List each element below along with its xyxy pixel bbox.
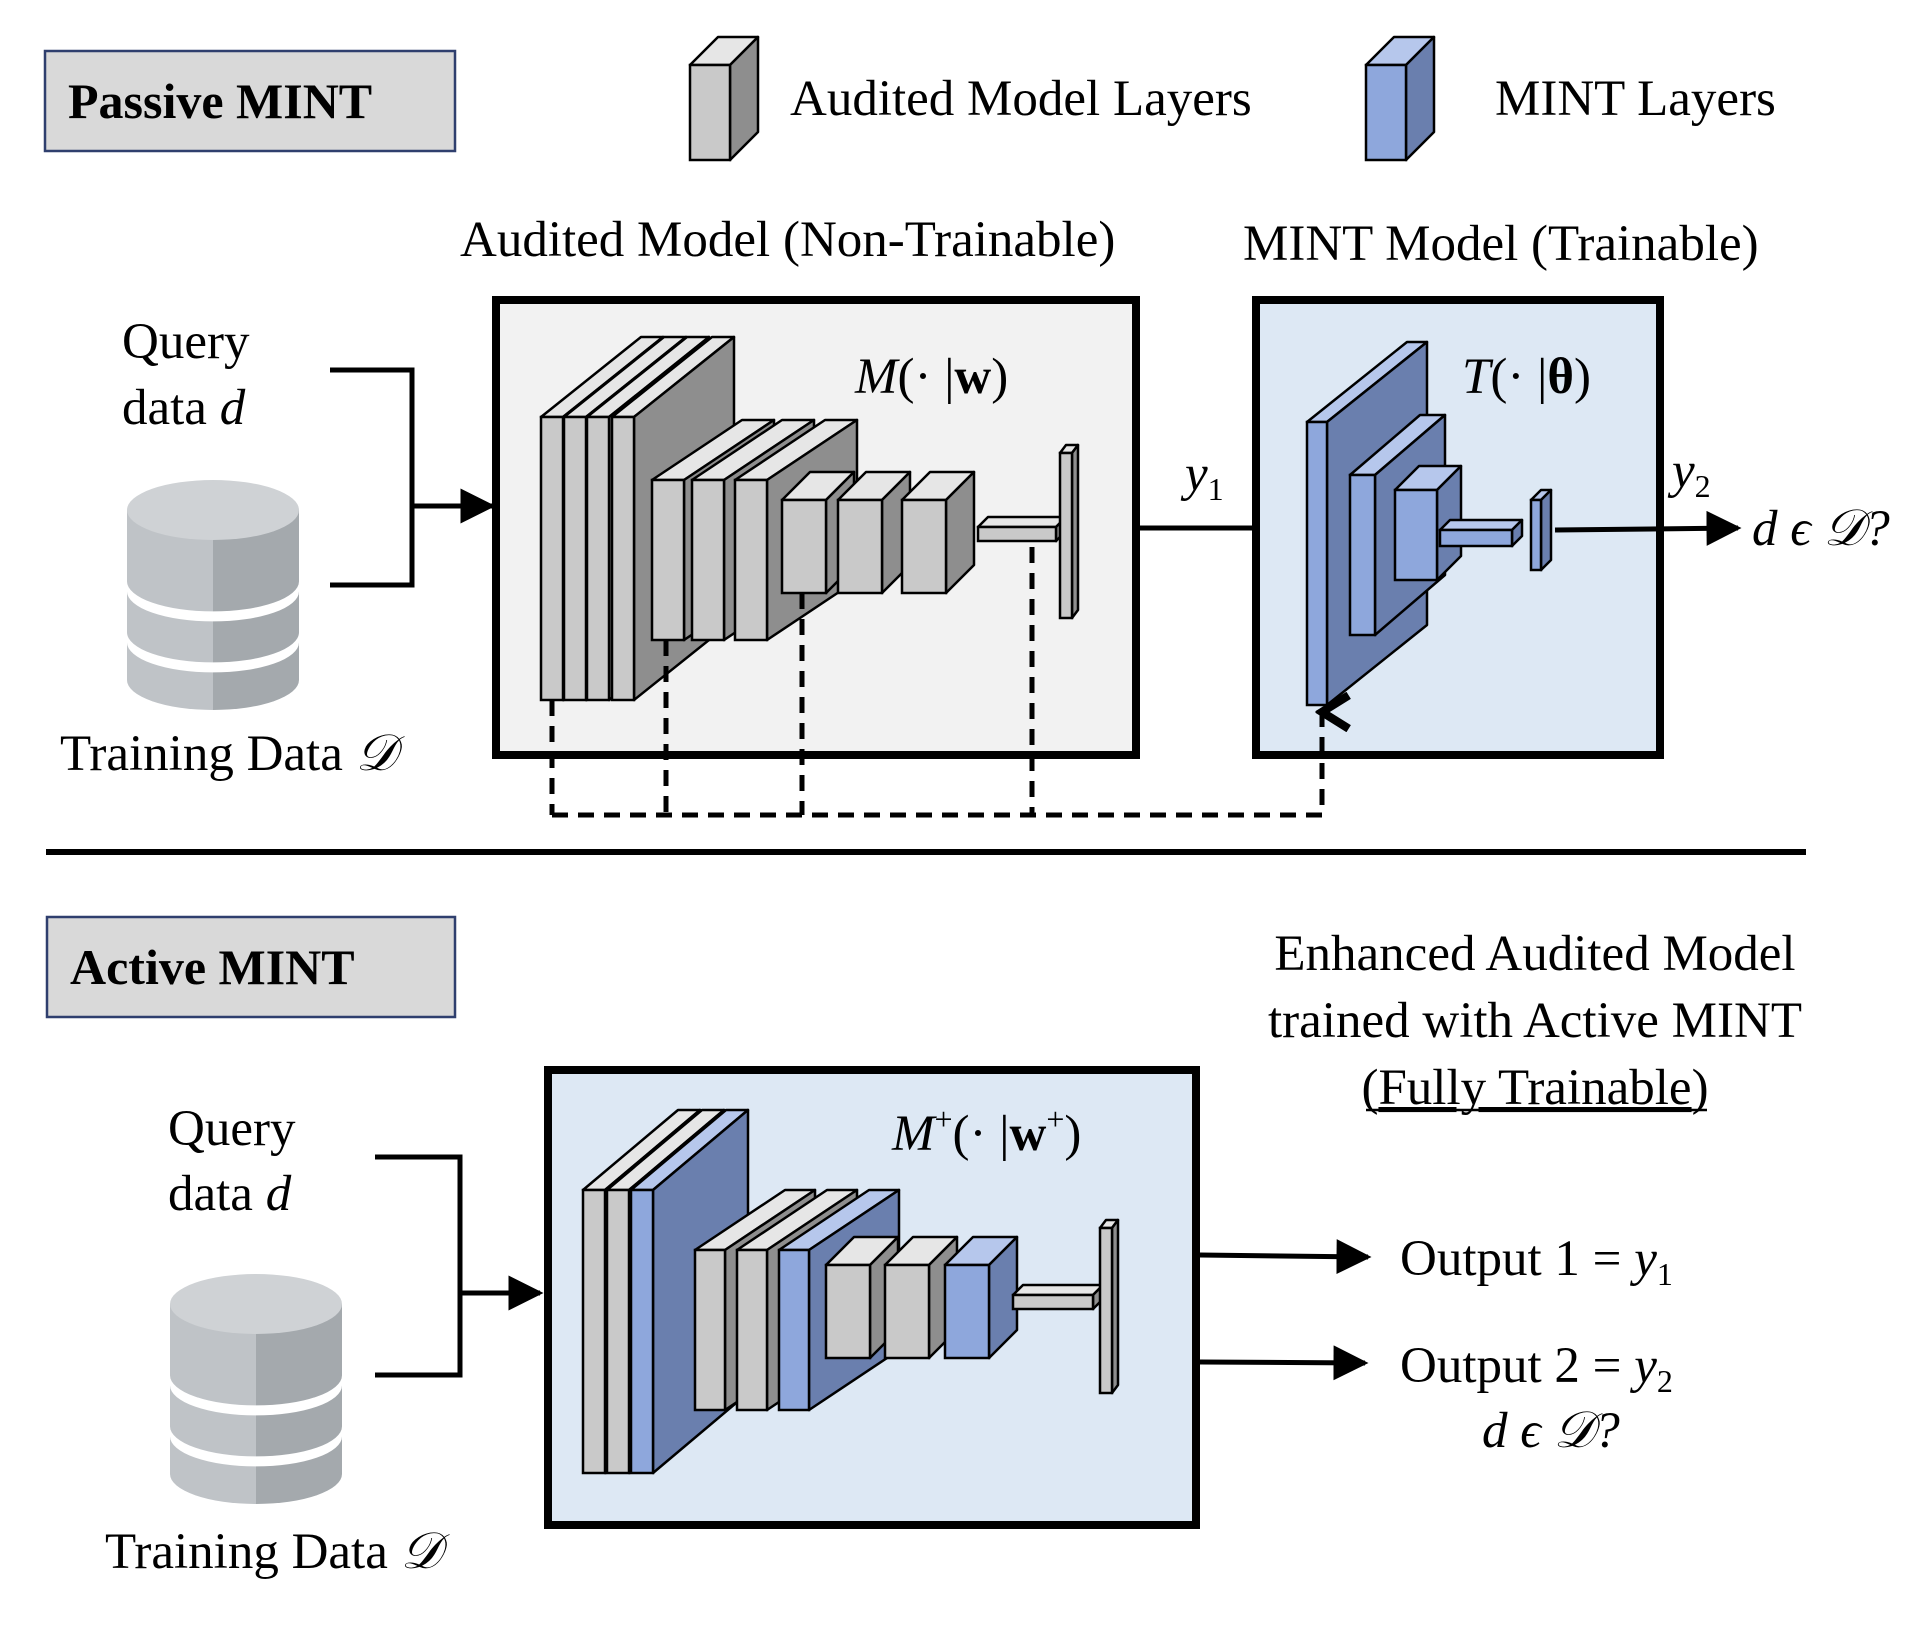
active-section-label-box — [45, 915, 457, 1019]
conv-layer-small — [836, 470, 912, 595]
legend-mint-label: MINT Layers — [1495, 71, 1776, 127]
mint-model-function: T(· |θ) — [1462, 349, 1591, 405]
active-query-line2: data d — [168, 1166, 292, 1222]
feature-tap-connectors — [549, 547, 1322, 818]
passive-section: Passive MINT Query data d Training Data … — [43, 49, 1890, 818]
y2-arrow — [1554, 510, 1742, 546]
output1-arrow — [1199, 1239, 1372, 1275]
enhanced-model-layers — [581, 1108, 1120, 1475]
active-section-title: Active MINT — [70, 939, 355, 995]
passive-query-line1: Query — [122, 314, 250, 370]
mint-output-layer — [1529, 488, 1553, 572]
passive-training-data-label: Training Data 𝒟 — [60, 726, 405, 782]
legend-blue-cuboid — [1364, 35, 1436, 162]
active-section: Active MINT Query data d Training Data 𝒟… — [45, 915, 1802, 1580]
legend-audited-layer-icon — [688, 35, 760, 162]
active-caption-line2: trained with Active MINT — [1268, 993, 1802, 1049]
legend-audited-label: Audited Model Layers — [790, 71, 1252, 127]
training-database-icon — [127, 480, 299, 710]
enhanced-model-function: M+(· |w+) — [891, 1101, 1081, 1162]
conv-layer-small — [900, 470, 976, 595]
conv-layer-small — [780, 470, 856, 595]
legend: Audited Model Layers MINT Layers — [688, 35, 1776, 162]
fc-layer — [976, 515, 1068, 543]
mint-model-caption: MINT Model (Trainable) — [1243, 216, 1759, 272]
passive-section-title: Passive MINT — [68, 73, 372, 129]
output2-arrow — [1199, 1345, 1369, 1381]
legend-mint-layer-icon — [1364, 35, 1436, 162]
output2-label: Output 2 = y2 — [1400, 1338, 1673, 1399]
mint-model-layers — [1305, 340, 1553, 707]
active-query-line1: Query — [168, 1101, 296, 1157]
output2-membership-question: d ϵ 𝒟? — [1482, 1403, 1620, 1459]
passive-section-label-box — [43, 49, 457, 153]
mint-fc-layer — [1438, 518, 1524, 548]
y1-label: y1 — [1180, 446, 1224, 507]
audited-model-layers — [539, 335, 1080, 702]
active-training-data-label: Training Data 𝒟 — [105, 1524, 450, 1580]
legend-gray-cuboid — [688, 35, 760, 162]
active-input-connector — [375, 1154, 544, 1378]
active-caption-line3: (Fully Trainable) — [1361, 1060, 1708, 1116]
output1-label: Output 1 = y1 — [1400, 1231, 1673, 1292]
output-layer — [1058, 443, 1080, 620]
audited-model-function: M(· |w) — [854, 349, 1008, 405]
training-database-icon — [170, 1274, 342, 1504]
active-model-caption: Enhanced Audited Model trained with Acti… — [1268, 926, 1802, 1116]
passive-membership-question: d ϵ 𝒟? — [1752, 501, 1890, 557]
enhanced-output-layer — [1098, 1218, 1120, 1395]
passive-query-line2: data d — [122, 380, 246, 436]
y2-label: y2 — [1667, 443, 1711, 504]
audited-model-caption: Audited Model (Non-Trainable) — [460, 212, 1115, 268]
enhanced-mint-small — [943, 1235, 1019, 1360]
active-caption-line1: Enhanced Audited Model — [1274, 926, 1795, 982]
enhanced-fc-layer — [1011, 1283, 1105, 1311]
passive-input-connector — [330, 367, 496, 588]
